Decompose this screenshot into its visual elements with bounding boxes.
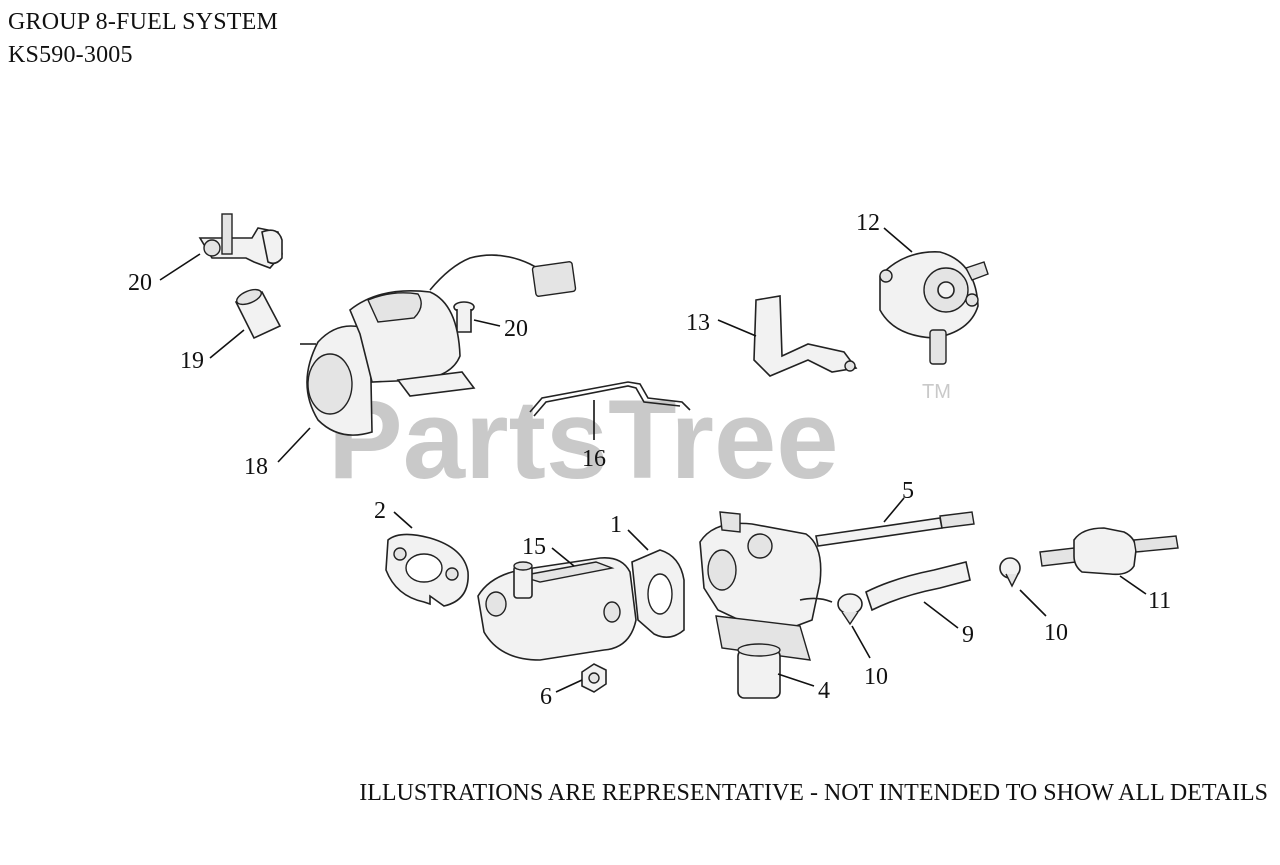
- callout-12[interactable]: 12: [856, 210, 880, 236]
- part-15-intake-manifold[interactable]: [477, 556, 637, 661]
- part-4-carburetor[interactable]: [699, 511, 833, 699]
- callout-19[interactable]: 20: [128, 270, 152, 296]
- part-5-stud[interactable]: [815, 511, 975, 547]
- part-10-hose-clamp[interactable]: [837, 593, 863, 626]
- part-2-gasket[interactable]: [385, 533, 469, 607]
- model-number: KS590-3005: [8, 42, 133, 68]
- part-12-fuel-pump[interactable]: [879, 251, 989, 365]
- callout-15[interactable]: 15: [522, 534, 546, 560]
- part-20-screw[interactable]: [453, 301, 475, 333]
- leader-lines: [159, 227, 1147, 693]
- group-title: GROUP 8-FUEL SYSTEM: [8, 9, 279, 35]
- part-9-fuel-hose[interactable]: [865, 561, 971, 612]
- part-6-nut[interactable]: [581, 663, 607, 693]
- part-18-hose-sleeve[interactable]: [234, 287, 282, 340]
- callout-1[interactable]: 1: [610, 512, 622, 538]
- part-16-link-rod[interactable]: [529, 381, 691, 417]
- callout-10-left[interactable]: 10: [864, 664, 888, 690]
- callout-13[interactable]: 13: [686, 310, 710, 336]
- callout-18[interactable]: 19: [180, 348, 204, 374]
- part-13-bracket[interactable]: [753, 295, 858, 377]
- part-19-fuel-valve[interactable]: [198, 213, 283, 269]
- watermark-logo: PartsTree: [328, 377, 839, 502]
- callout-16[interactable]: 16: [582, 446, 606, 472]
- callout-11[interactable]: 11: [1148, 588, 1171, 614]
- part-17-intake-housing[interactable]: [300, 254, 577, 436]
- part-11-fuel-filter[interactable]: [1039, 527, 1179, 576]
- disclaimer-note: ILLUSTRATIONS ARE REPRESENTATIVE - NOT I…: [359, 780, 1268, 806]
- callout-4[interactable]: 4: [818, 678, 830, 704]
- callout-20[interactable]: 20: [504, 316, 528, 342]
- part-1-carburetor-gasket[interactable]: [631, 549, 685, 638]
- callout-9[interactable]: 9: [962, 622, 974, 648]
- watermark-trademark: TM: [922, 381, 951, 403]
- callout-6[interactable]: 6: [540, 684, 552, 710]
- part-10-hose-clamp-right[interactable]: [999, 557, 1021, 588]
- callout-17[interactable]: 18: [244, 454, 268, 480]
- callout-2[interactable]: 2: [374, 498, 386, 524]
- callout-5[interactable]: 5: [902, 478, 914, 504]
- callout-10-right[interactable]: 10: [1044, 620, 1068, 646]
